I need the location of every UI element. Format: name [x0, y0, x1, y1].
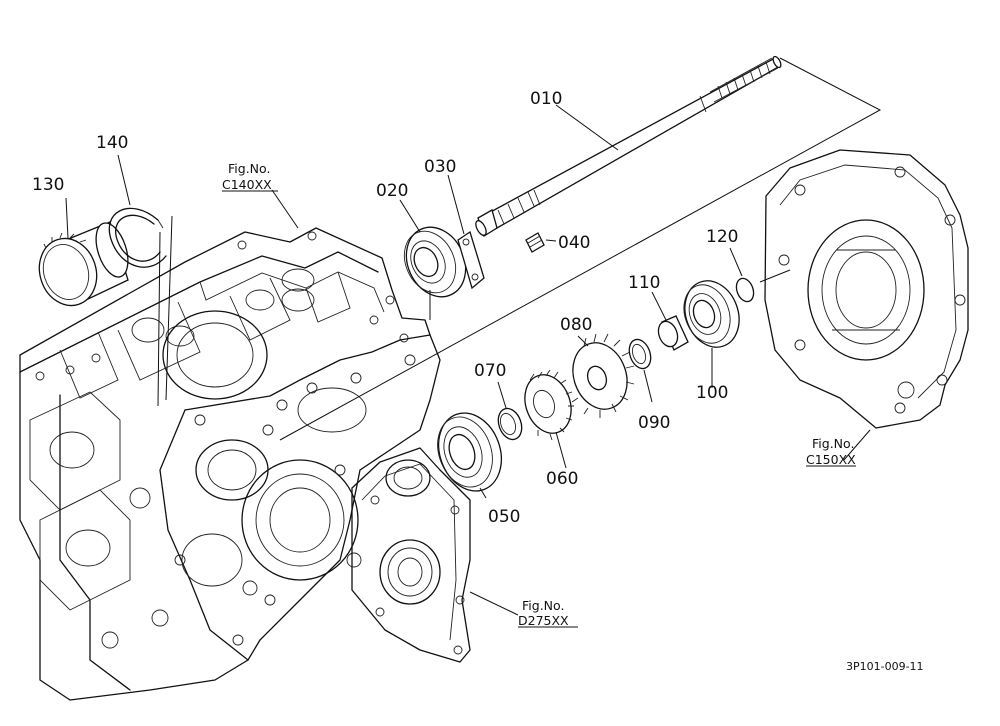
gear-060 [524, 369, 574, 441]
collar-070 [497, 407, 523, 441]
alignment-lines [157, 57, 882, 441]
label-020: 020 [376, 181, 408, 201]
rear-cover-plate [351, 447, 471, 663]
figref-c150-prefix: Fig.No. [812, 436, 854, 451]
figref-d275-prefix: Fig.No. [522, 598, 564, 613]
label-120: 120 [706, 227, 738, 247]
part-labels: 010 020 030 040 050 060 070 080 090 100 … [32, 89, 738, 527]
figref-c140-code: C140XX [222, 177, 272, 192]
transmission-case [19, 227, 441, 701]
label-100: 100 [696, 383, 728, 403]
bearing-020 [403, 226, 467, 298]
retainer-plate-030 [457, 230, 485, 290]
figref-c140-prefix: Fig.No. [228, 161, 270, 176]
bushing-110 [657, 315, 689, 351]
clutch-housing [764, 149, 969, 429]
figref-c150-code: C150XX [806, 452, 856, 467]
figure-references: Fig.No. C140XX Fig.No. C150XX Fig.No. D2… [222, 161, 856, 628]
bolt-040 [525, 232, 545, 253]
label-140: 140 [96, 133, 128, 153]
label-060: 060 [546, 469, 578, 489]
label-030: 030 [424, 157, 456, 177]
gear-080 [571, 333, 635, 418]
circlip-140 [108, 207, 167, 268]
label-090: 090 [638, 413, 670, 433]
figref-d275-code: D275XX [518, 613, 569, 628]
snap-ring-120 [735, 277, 755, 303]
label-070: 070 [474, 361, 506, 381]
drawing-code: 3P101-009-11 [846, 660, 924, 673]
bearing-050 [437, 412, 502, 492]
main-shaft [475, 55, 782, 237]
label-010: 010 [530, 89, 562, 109]
label-080: 080 [560, 315, 592, 335]
label-040: 040 [558, 233, 590, 253]
leader-lines [65, 104, 871, 628]
label-050: 050 [488, 507, 520, 527]
label-110: 110 [628, 273, 660, 293]
bearing-100 [683, 280, 740, 348]
label-130: 130 [32, 175, 64, 195]
washer-090 [628, 338, 652, 370]
